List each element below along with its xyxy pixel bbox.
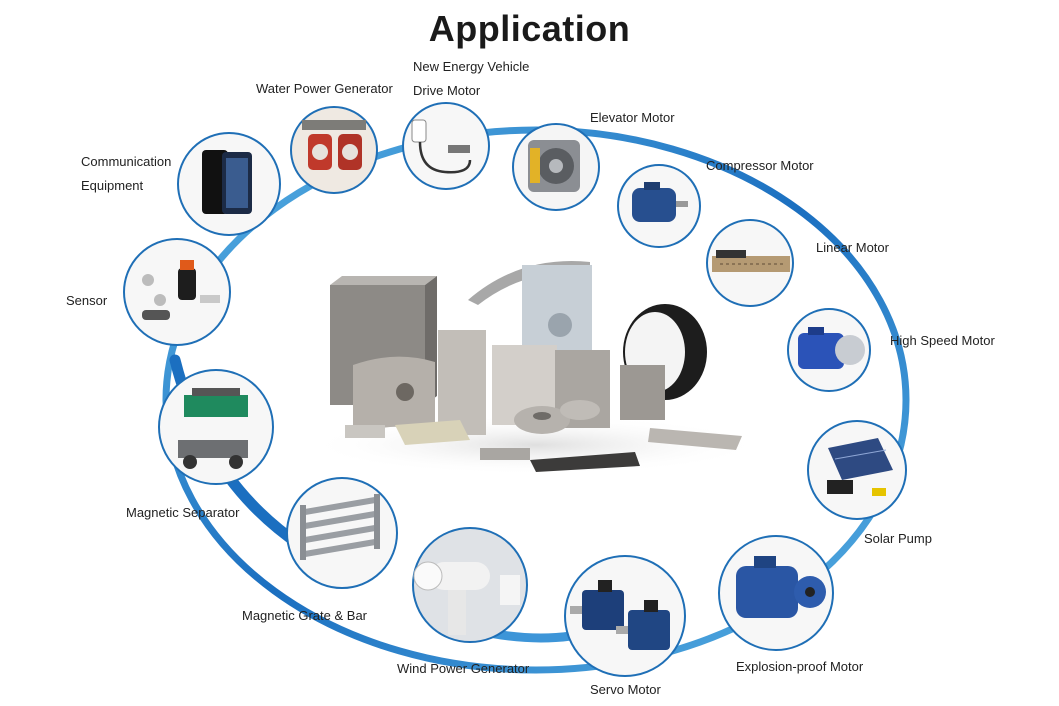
label-water-power-generator: Water Power Generator <box>256 81 393 96</box>
communication-equipment-circle <box>177 132 281 236</box>
label-explosion-proof-motor: Explosion-proof Motor <box>736 659 864 674</box>
magnetic-grate-bar-circle <box>286 477 398 589</box>
water-power-generator-circle <box>290 106 378 194</box>
label-communication-equipment: Communication Equipment <box>81 154 172 193</box>
new-energy-vehicle-drive-motor-circle <box>402 102 490 190</box>
label-magnetic-grate-bar: Magnetic Grate & Bar <box>242 608 367 623</box>
label-new-energy-vehicle-drive-motor: New Energy Vehicle Drive Motor <box>413 59 530 98</box>
label-compressor-motor: Compressor Motor <box>706 158 814 173</box>
label-magnetic-separator: Magnetic Separator <box>126 505 240 520</box>
label-sensor: Sensor <box>66 293 108 308</box>
label-wind-power-generator: Wind Power Generator <box>397 661 530 676</box>
compressor-motor-circle <box>617 164 701 248</box>
linear-motor-circle <box>706 219 794 307</box>
high-speed-motor-circle <box>787 308 871 392</box>
label-linear-motor: Linear Motor <box>816 240 889 255</box>
magnetic-separator-circle <box>158 369 274 485</box>
solar-pump-circle <box>807 420 907 520</box>
label-high-speed-motor: High Speed Motor <box>890 333 995 348</box>
elevator-motor-circle <box>512 123 600 211</box>
label-elevator-motor: Elevator Motor <box>590 110 675 125</box>
center-magnets-picture <box>305 261 765 475</box>
explosion-proof-motor-circle <box>718 535 834 651</box>
servo-motor-circle <box>564 555 686 677</box>
label-servo-motor: Servo Motor <box>590 682 661 697</box>
label-solar-pump: Solar Pump <box>864 531 932 546</box>
page-title: Application <box>428 8 631 49</box>
sensor-circle <box>123 238 231 346</box>
wind-power-generator-circle <box>412 527 528 643</box>
